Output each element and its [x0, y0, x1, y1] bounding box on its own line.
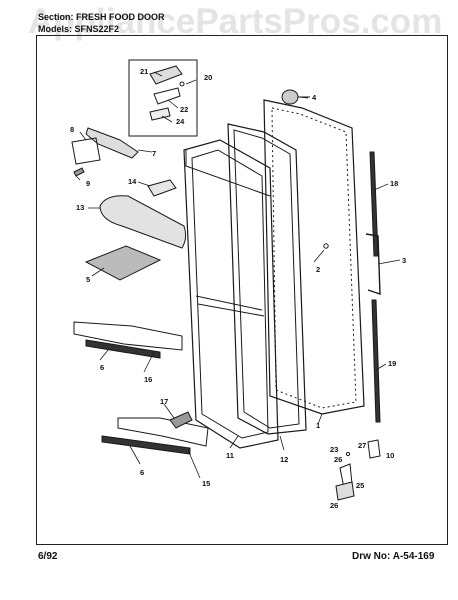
callout-26b: 26 — [330, 501, 338, 510]
callout-4: 4 — [312, 93, 317, 102]
callout-5: 5 — [86, 275, 90, 284]
callout-6: 6 — [100, 363, 104, 372]
callout-27: 27 — [358, 441, 366, 450]
callout-8: 8 — [70, 125, 74, 134]
part-24-bracket — [149, 107, 171, 121]
callout-23: 23 — [330, 445, 338, 454]
section-value: FRESH FOOD DOOR — [76, 12, 165, 22]
part-6b-shelf-trim — [101, 435, 191, 455]
models-label: Models: — [38, 24, 73, 34]
inset-box — [128, 59, 198, 137]
callout-13: 13 — [76, 203, 84, 212]
callout-1: 1 — [316, 421, 320, 430]
callout-7: 7 — [152, 149, 156, 158]
models-value: SFNS22F2 — [74, 24, 120, 34]
part-9-screw — [73, 167, 85, 177]
part-20-screw — [179, 81, 185, 87]
callout-3: 3 — [402, 256, 406, 265]
part-12-gasket — [227, 123, 307, 435]
diagram-frame — [36, 35, 448, 545]
part-21-clip — [149, 65, 183, 85]
part-1-door-panel — [263, 99, 365, 415]
callout-14: 14 — [128, 177, 137, 186]
part-5-egg-tray — [84, 245, 162, 281]
part-11-door-liner — [183, 139, 279, 449]
callout-21: 21 — [140, 67, 148, 76]
callout-2: 2 — [316, 265, 320, 274]
part-3-handle — [365, 233, 381, 295]
footer-date: 6/92 — [38, 551, 58, 562]
part-18-trim — [369, 151, 379, 257]
part-15-bottom-shelf — [117, 417, 209, 447]
part-13-dairy-compartment — [99, 195, 187, 249]
part-7-hinge — [85, 127, 139, 159]
part-23-screw — [345, 451, 351, 457]
callout-19: 19 — [388, 359, 396, 368]
callout-22: 22 — [180, 105, 188, 114]
leader-lines — [75, 71, 401, 479]
part-16-door-shelf — [73, 321, 183, 351]
models-line: Models: SFNS22F2 — [38, 24, 119, 34]
callout-18: 18 — [390, 179, 398, 188]
callout-labels: 1 2 3 4 5 6 6 7 8 9 10 11 12 13 14 15 16… — [70, 67, 406, 510]
callout-26: 26 — [334, 455, 342, 464]
callout-11: 11 — [226, 451, 234, 460]
part-14-dairy-door — [147, 179, 177, 197]
callout-25: 25 — [356, 481, 364, 490]
part-22-bracket — [153, 87, 181, 105]
part-2-screw — [323, 243, 329, 249]
callout-10: 10 — [386, 451, 394, 460]
part-8-bracket — [71, 137, 101, 165]
callout-16: 16 — [144, 375, 152, 384]
watermark: AppliancePartsPros.com — [28, 2, 443, 41]
section-label: Section: — [38, 12, 74, 22]
part-17-clip — [169, 411, 193, 429]
callout-9: 9 — [86, 179, 90, 188]
part-4-cap — [281, 89, 299, 105]
callout-17: 17 — [160, 397, 168, 406]
callout-6b: 6 — [140, 468, 144, 477]
section-line: Section: FRESH FOOD DOOR — [38, 12, 165, 22]
part-28-bracket — [335, 481, 355, 501]
callout-12: 12 — [280, 455, 288, 464]
callout-24: 24 — [176, 117, 185, 126]
part-19-trim — [371, 299, 381, 423]
callout-20: 20 — [204, 73, 212, 82]
callout-15: 15 — [202, 479, 210, 488]
part-6-shelf-trim — [85, 339, 161, 359]
footer-drawing-number: Drw No: A-54-169 — [352, 551, 435, 562]
part-27-bracket — [367, 439, 381, 459]
